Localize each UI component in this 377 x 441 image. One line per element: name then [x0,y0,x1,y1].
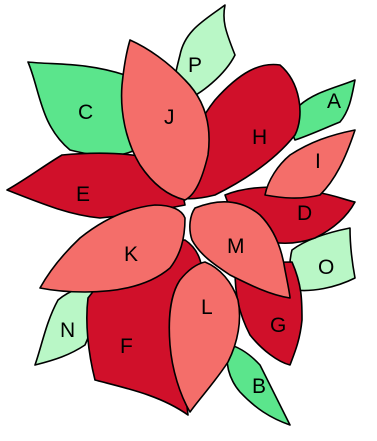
label-c: C [78,101,93,124]
petal-l [169,262,239,412]
label-h: H [252,126,267,149]
label-n: N [60,319,75,342]
label-o: O [318,256,334,279]
label-l: L [201,296,213,319]
label-b: B [252,375,266,398]
label-i: I [315,150,321,173]
label-k: K [124,243,138,266]
label-d: D [297,202,312,225]
label-g: G [270,314,286,337]
label-j: J [164,106,175,129]
label-p: P [188,54,202,77]
label-m: M [227,235,245,258]
petal-a [292,80,355,140]
label-a: A [327,90,341,113]
label-f: F [120,335,133,358]
label-e: E [76,183,90,206]
